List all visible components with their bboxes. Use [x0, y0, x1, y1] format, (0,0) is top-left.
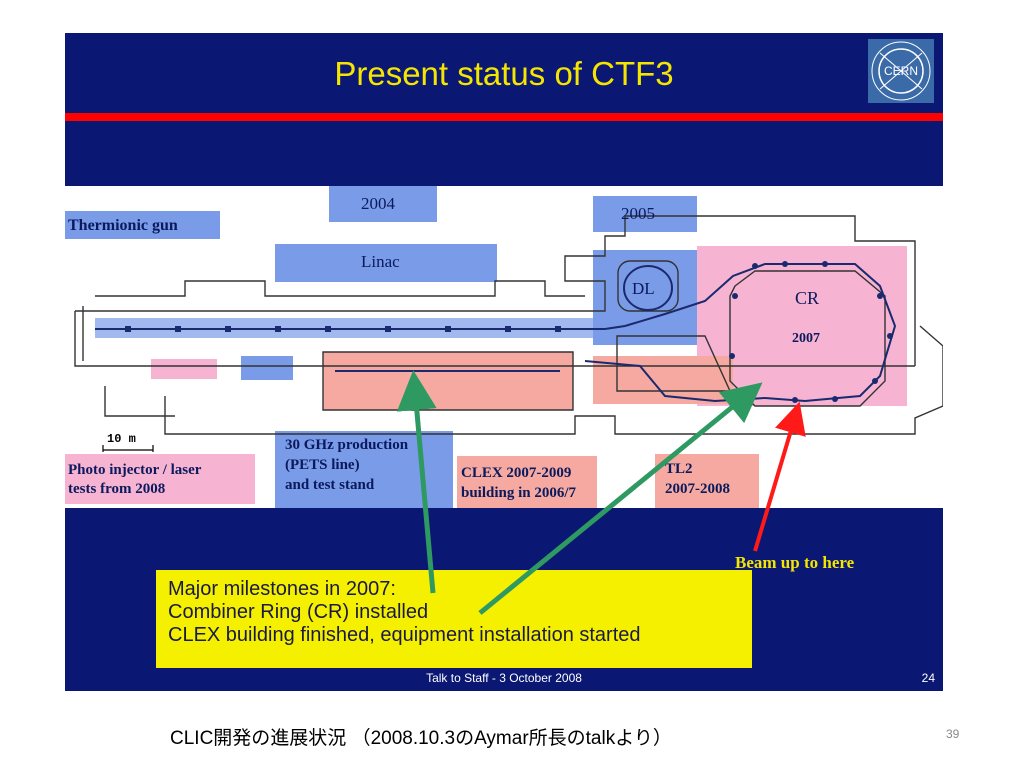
milestone-line3: CLEX building finished, equipment instal… — [168, 624, 641, 646]
photo-injector-line2: tests from 2008 — [68, 481, 166, 497]
year-2005-label: 2005 — [621, 204, 655, 223]
clex-area — [323, 352, 573, 410]
slide-page-number: 24 — [921, 671, 935, 685]
y2004-box — [329, 186, 437, 222]
thermionic-box — [65, 211, 220, 239]
slide-index: 39 — [946, 727, 960, 741]
clex-line2: building in 2006/7 — [461, 485, 577, 501]
year-2004-label: 2004 — [361, 194, 395, 213]
cr-year-label: 2007 — [792, 331, 820, 346]
logo-text: CERN — [884, 64, 918, 78]
tl2-line2: 2007-2008 — [665, 481, 730, 497]
ghz-line2: (PETS line) — [285, 457, 360, 473]
milestone-line1: Major milestones in 2007: — [168, 578, 396, 600]
milestones-box: Major milestones in 2007: Combiner Ring … — [156, 570, 752, 668]
slide-footer: Talk to Staff - 3 October 2008 — [426, 671, 582, 685]
linac-box — [275, 244, 497, 282]
ghz-line3: and test stand — [285, 477, 375, 493]
y2005-box — [593, 196, 697, 232]
ghz-small-box — [241, 356, 293, 380]
cern-logo: CERN — [868, 39, 934, 103]
slide-title: Present status of CTF3 — [334, 55, 674, 92]
scale-bar — [102, 445, 154, 452]
milestone-line2: Combiner Ring (CR) installed — [168, 601, 429, 623]
photo-injector-line1: Photo injector / laser — [68, 462, 202, 478]
photo-label-box — [65, 454, 255, 504]
cern-logo-icon: CERN — [871, 41, 931, 101]
ghz-line1: 30 GHz production — [285, 437, 409, 453]
tl2-line1: TL2 — [665, 461, 693, 477]
caption: CLIC開発の進展状況 （2008.10.3のAymar所長のtalkより） — [170, 728, 672, 749]
layout-drawing — [65, 186, 943, 508]
linac-label: Linac — [361, 252, 400, 271]
beam-up-label: Beam up to here — [735, 553, 855, 572]
clex-line1: CLEX 2007-2009 — [461, 465, 572, 481]
slide: Present status of CTF3 CERN — [65, 33, 943, 691]
cr-label: CR — [795, 288, 820, 308]
scale-label: 10 m — [107, 432, 136, 446]
thermionic-gun-label: Thermionic gun — [68, 217, 178, 234]
ctf3-layout-diagram: Thermionic gun 2004 Linac 2005 DL CR 200… — [65, 186, 943, 508]
dl-label: DL — [632, 279, 655, 298]
title-rule — [65, 113, 943, 121]
photo-small-box — [151, 359, 217, 379]
